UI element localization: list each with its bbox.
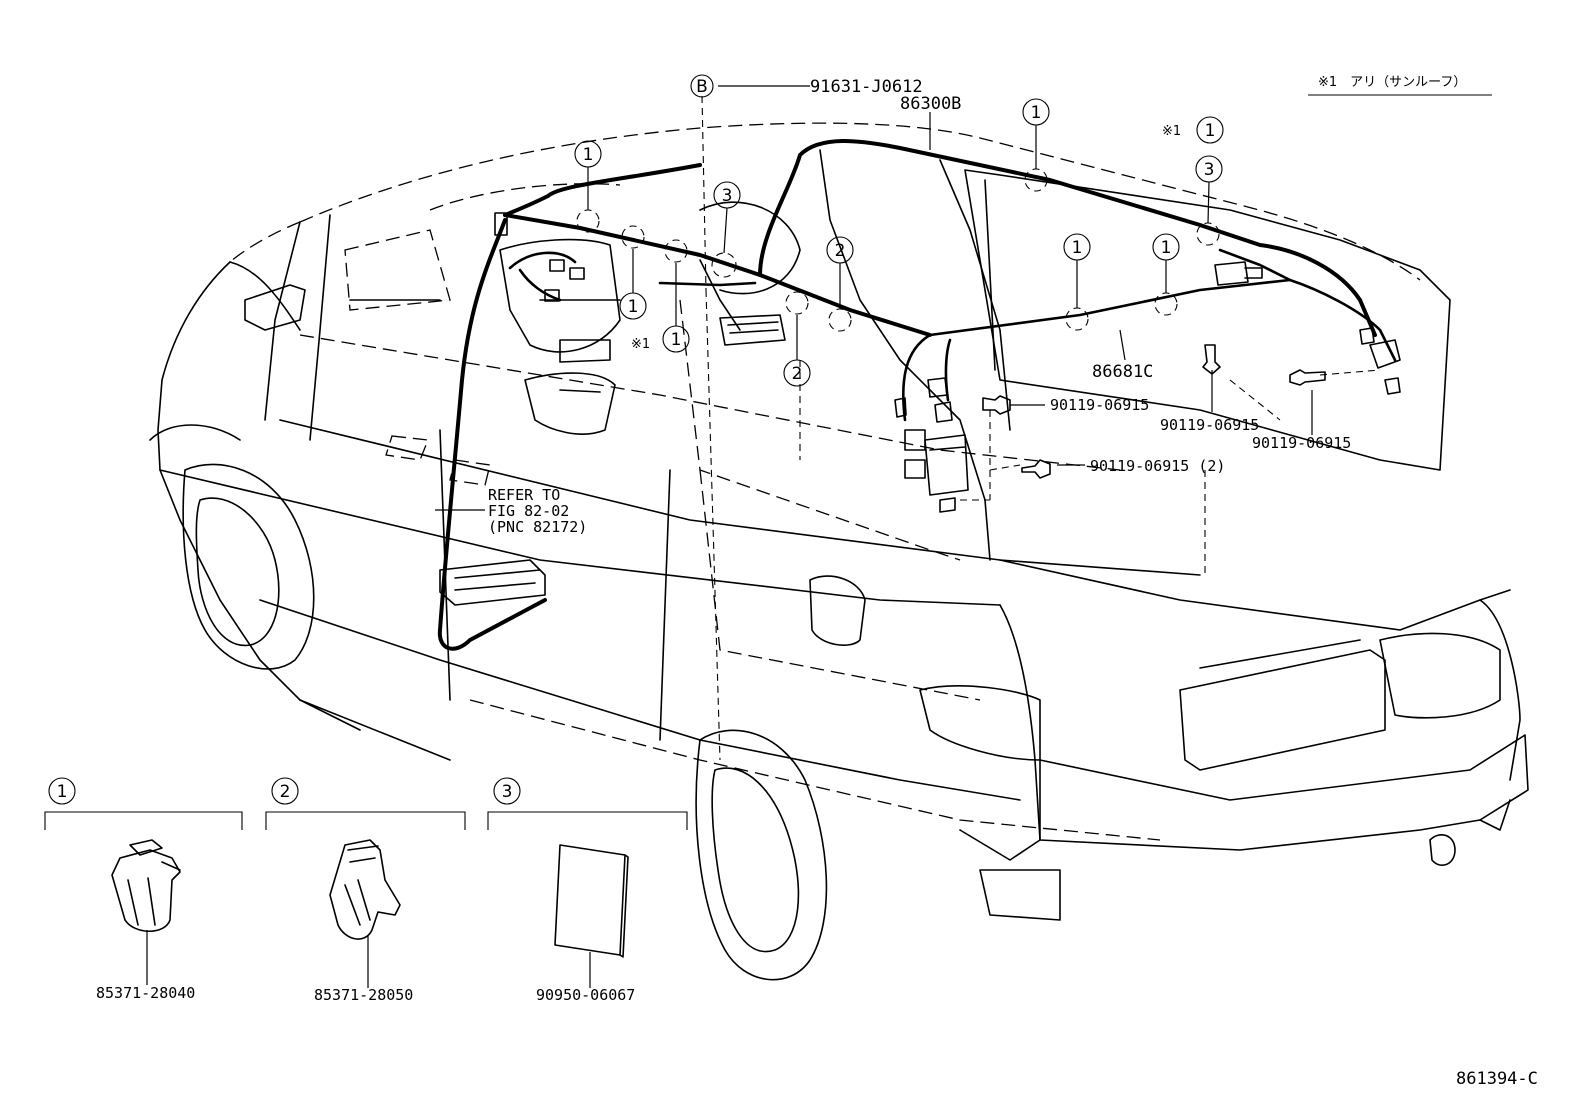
callout-2: 2 — [826, 236, 854, 264]
sunroof-note: ※1 アリ（サンルーフ） — [1318, 75, 1466, 90]
leader-lines — [435, 85, 1381, 761]
callout-1: 1 — [1152, 233, 1180, 261]
refer-line3: (PNC 82172) — [488, 518, 587, 536]
figure-code: 861394-C — [1456, 1069, 1538, 1089]
svg-text:1: 1 — [671, 330, 682, 350]
legend-item-2: 2 85371-28050 — [265, 777, 466, 1004]
label-harness-rear: 86681C — [1092, 362, 1153, 382]
callout-1: 1 — [1022, 98, 1050, 126]
svg-text:B: B — [696, 77, 708, 97]
legend-item-3: 3 90950-06067 — [487, 777, 688, 1004]
callout-3: 3 — [1195, 155, 1223, 183]
callout-circles: 1 1 1 1 1 1 1 2 2 3 3 — [574, 98, 1224, 387]
label-bolt-b: 91631-J0612 — [810, 77, 923, 97]
svg-text:85371-28040: 85371-28040 — [96, 984, 195, 1002]
label-bolt-4: 90119-06915 (2) — [1090, 457, 1225, 475]
refer-line2: FIG 82-02 — [488, 502, 569, 520]
svg-text:1: 1 — [583, 145, 594, 165]
callout-3: 3 — [713, 181, 741, 209]
svg-text:3: 3 — [1204, 160, 1215, 180]
clamp-85371-28040-icon — [111, 839, 181, 933]
callout-1: 1 — [662, 325, 690, 353]
svg-text:2: 2 — [835, 241, 846, 261]
callout-b: B — [690, 74, 714, 98]
callout-1: 1 — [1063, 233, 1091, 261]
svg-text:2: 2 — [792, 364, 803, 384]
svg-text:2: 2 — [280, 782, 291, 802]
callout-1: 1 — [1196, 116, 1224, 144]
svg-text:1: 1 — [1205, 121, 1216, 141]
refer-line1: REFER TO — [488, 486, 560, 504]
sunroof-mark-rear: ※1 — [1162, 124, 1181, 139]
van-body-outline — [149, 122, 1529, 981]
svg-text:1: 1 — [57, 782, 68, 802]
svg-text:3: 3 — [722, 186, 733, 206]
legend-item-1: 1 85371-28040 — [44, 777, 243, 1002]
label-bolt-1: 90119-06915 — [1050, 396, 1149, 414]
callout-2: 2 — [783, 359, 811, 387]
bolt-icons — [982, 344, 1326, 479]
svg-text:1: 1 — [628, 297, 639, 317]
callout-1: 1 — [619, 292, 647, 320]
svg-text:1: 1 — [1161, 238, 1172, 258]
label-harness-main: 86300B — [900, 94, 961, 114]
svg-text:1: 1 — [1072, 238, 1083, 258]
tape-90950-06067-icon — [554, 844, 629, 958]
svg-text:85371-28050: 85371-28050 — [314, 986, 413, 1004]
svg-text:90950-06067: 90950-06067 — [536, 986, 635, 1004]
label-bolt-3: 90119-06915 — [1252, 434, 1351, 452]
antenna-harness — [437, 139, 1401, 651]
sunroof-mark-front: ※1 — [631, 337, 650, 352]
svg-text:1: 1 — [1031, 103, 1042, 123]
svg-text:3: 3 — [502, 782, 513, 802]
callout-1: 1 — [574, 140, 602, 168]
label-bolt-2: 90119-06915 — [1160, 416, 1259, 434]
clamp-85371-28050-icon — [329, 839, 401, 940]
